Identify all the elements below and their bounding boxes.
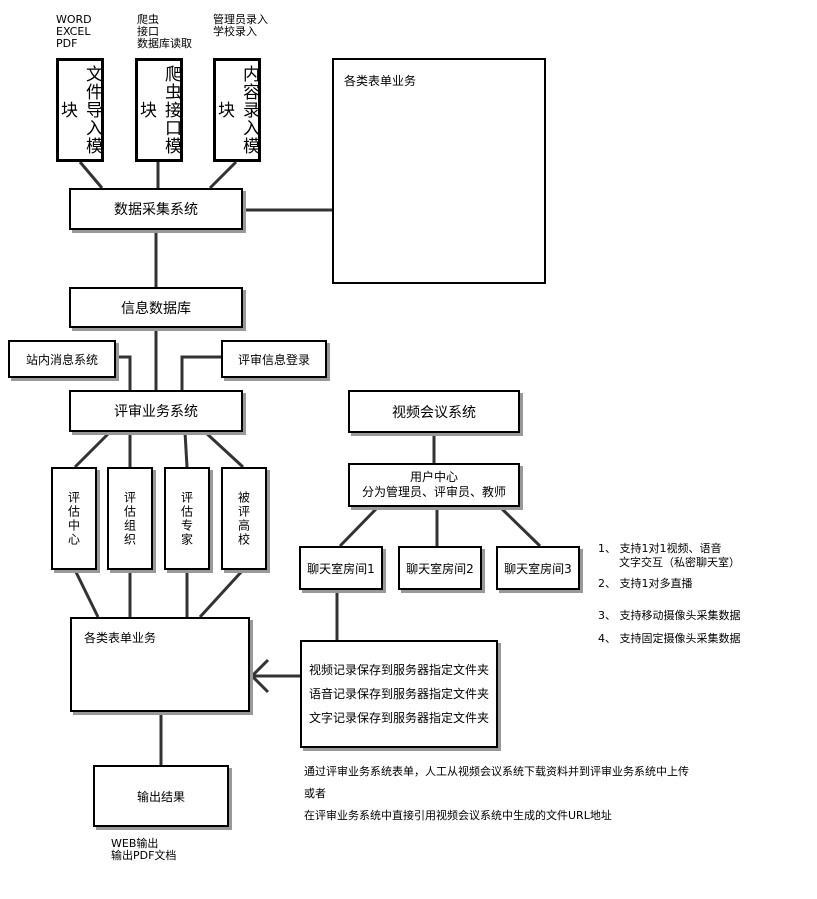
review-unit-4-label: 被评高校: [236, 490, 251, 547]
chat-room-3-label: 聊天室房间3: [504, 561, 572, 576]
edge-msg-to-review: [116, 355, 132, 390]
edge-file-import-to-collection: [78, 161, 104, 189]
file-import-module[interactable]: 文件导入模块: [56, 58, 104, 162]
crawler-api-label: 爬虫接口模块: [136, 65, 181, 155]
forms-business-bottom[interactable]: 各类表单业务: [70, 617, 250, 712]
crawler-source-text: 爬虫 接口 数据库读取: [137, 13, 192, 50]
video-conference-system[interactable]: 视频会议系统: [348, 390, 520, 433]
review-business-system[interactable]: 评审业务系统: [69, 390, 243, 432]
chat-room-3[interactable]: 聊天室房间3: [496, 546, 580, 590]
video-conf-label: 视频会议系统: [392, 404, 476, 421]
info-database[interactable]: 信息数据库: [69, 287, 243, 328]
feature-3: 3、 支持移动摄像头采集数据: [598, 609, 741, 622]
edge-review-to-unit-3: [183, 431, 189, 468]
review-unit-2-label: 评估组织: [122, 490, 137, 547]
user-center-label: 用户中心 分为管理员、评审员、教师: [361, 470, 506, 499]
output-result[interactable]: 输出结果: [93, 765, 229, 827]
forms-bottom-label: 各类表单业务: [84, 631, 157, 645]
forms-business-top[interactable]: 各类表单业务: [332, 58, 546, 284]
edge-login-to-review: [180, 355, 221, 390]
review-system-label: 评审业务系统: [114, 404, 198, 420]
bottom-note-1: 通过评审业务系统表单，人工从视频会议系统下载资料并到评审业务系统中上传: [304, 765, 689, 778]
edge-uc-to-room-3: [498, 505, 542, 548]
review-unit-3[interactable]: 评估专家: [164, 467, 210, 570]
arrowhead-to-forms: [249, 658, 270, 694]
forms-top-label: 各类表单业务: [344, 74, 417, 88]
output-label: 输出结果: [136, 789, 185, 804]
review-unit-1[interactable]: 评估中心: [51, 467, 97, 570]
data-collection-system[interactable]: 数据采集系统: [69, 188, 243, 230]
bottom-note-3: 在评审业务系统中直接引用视频会议系统中生成的文件URL地址: [304, 809, 612, 822]
feature-4: 4、 支持固定摄像头采集数据: [598, 632, 741, 645]
review-unit-1-label: 评估中心: [66, 490, 81, 547]
info-db-label: 信息数据库: [121, 300, 191, 317]
file-format-text: WORD EXCEL PDF: [56, 13, 92, 50]
content-entry-label: 内容录入模块: [214, 65, 259, 155]
manual-source-text: 管理员录入 学校录入: [213, 13, 268, 38]
edge-review-to-unit-4: [203, 430, 245, 469]
user-center[interactable]: 用户中心 分为管理员、评审员、教师: [348, 463, 520, 507]
file-import-label: 文件导入模块: [57, 65, 102, 155]
internal-message-system[interactable]: 站内消息系统: [8, 340, 116, 378]
chat-room-1-label: 聊天室房间1: [307, 561, 375, 576]
internal-msg-label: 站内消息系统: [25, 352, 98, 367]
crawler-api-module[interactable]: 爬虫接口模块: [135, 58, 183, 162]
chat-room-2[interactable]: 聊天室房间2: [398, 546, 482, 590]
chat-room-2-label: 聊天室房间2: [406, 561, 474, 576]
file-format-note: WORD EXCEL PDF: [56, 14, 92, 50]
record-storage[interactable]: 视频记录保存到服务器指定文件夹 语音记录保存到服务器指定文件夹 文字记录保存到服…: [300, 640, 498, 748]
records-label: 视频记录保存到服务器指定文件夹 语音记录保存到服务器指定文件夹 文字记录保存到服…: [308, 663, 489, 725]
edge-unit-4-to-forms: [198, 568, 245, 619]
crawler-source-note: 爬虫 接口 数据库读取: [137, 14, 192, 50]
review-unit-4[interactable]: 被评高校: [221, 467, 267, 570]
output-notes: WEB输出 输出PDF文档: [111, 837, 177, 862]
review-unit-2[interactable]: 评估组织: [107, 467, 153, 570]
review-info-login[interactable]: 评审信息登录: [221, 340, 327, 378]
feature-2: 2、 支持1对多直播: [598, 577, 693, 590]
edge-review-to-unit-1: [73, 430, 112, 469]
manual-source-note: 管理员录入 学校录入: [213, 14, 268, 38]
review-login-label: 评审信息登录: [237, 352, 310, 367]
bottom-note-2: 或者: [304, 787, 326, 800]
edge-uc-to-room-1: [338, 505, 380, 548]
chat-room-1[interactable]: 聊天室房间1: [299, 546, 383, 590]
feature-1: 1、 支持1对1视频、语音 文字交互（私密聊天室）: [598, 542, 740, 569]
content-entry-module[interactable]: 内容录入模块: [213, 58, 261, 162]
edge-unit-1-to-forms: [73, 569, 100, 618]
review-unit-3-label: 评估专家: [179, 490, 194, 547]
edge-content-to-collection: [208, 160, 238, 190]
data-collection-label: 数据采集系统: [114, 202, 198, 218]
